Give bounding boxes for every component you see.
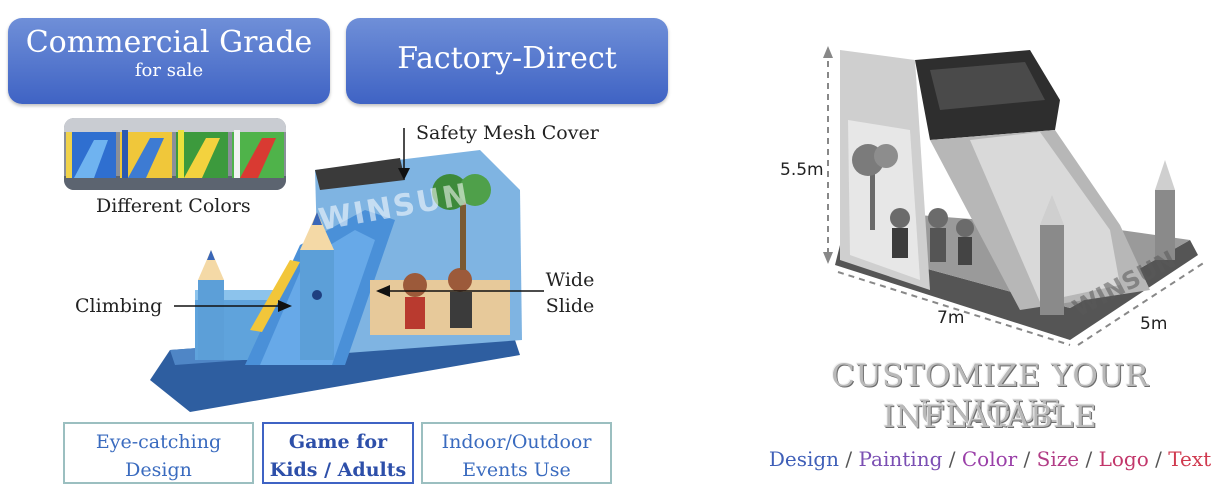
color-variations-illustration	[64, 118, 286, 190]
feature-kids-adults-line1: Game for	[288, 431, 388, 453]
wide-slide-line2: Slide	[545, 295, 595, 317]
height-dimension-label: 5.5m	[780, 160, 824, 180]
commercial-grade-title: Commercial Grade	[25, 25, 313, 60]
option-logo: Logo	[1098, 447, 1149, 471]
pirate-slide-illustration	[150, 150, 522, 412]
feature-eye-catching: Eye-catching Design	[63, 422, 254, 484]
feature-kids-adults-line2: Kids / Adults	[269, 459, 407, 481]
feature-kids-adults: Game for Kids / Adults	[262, 422, 414, 484]
feature-eye-catching-line1: Eye-catching	[95, 431, 222, 453]
option-separator: /	[1079, 447, 1099, 471]
different-colors-label: Different Colors	[96, 195, 251, 217]
option-design: Design	[768, 447, 840, 471]
commercial-grade-badge: Commercial Grade for sale	[8, 18, 330, 104]
factory-direct-title: Factory-Direct	[397, 41, 617, 76]
customize-headline-line1: CUSTOMIZE YOUR UNIQUE	[831, 358, 1149, 430]
feature-eye-catching-line2: Design	[125, 459, 192, 481]
wide-slide-label: Wide Slide	[542, 268, 598, 318]
wide-slide-arrow	[376, 285, 544, 297]
option-separator: /	[942, 447, 962, 471]
safety-mesh-label: Safety Mesh Cover	[416, 122, 599, 144]
climbing-arrow	[174, 300, 292, 312]
option-painting: Painting	[858, 447, 943, 471]
factory-direct-badge: Factory-Direct	[346, 18, 668, 104]
customize-headline-line2: INFLATABLE	[882, 399, 1098, 435]
feature-indoor-outdoor-line1: Indoor/Outdoor	[441, 431, 592, 453]
safety-mesh-arrow	[398, 128, 410, 180]
feature-indoor-outdoor: Indoor/Outdoor Events Use	[421, 422, 612, 484]
dimension-slide-illustration	[823, 46, 1206, 346]
option-color: Color	[961, 447, 1018, 471]
length-dimension-label: 7m	[937, 308, 965, 328]
feature-indoor-outdoor-line2: Events Use	[462, 459, 571, 481]
color-variations-photo	[64, 118, 286, 190]
option-separator: /	[1148, 447, 1169, 471]
wide-slide-line1: Wide	[545, 269, 595, 291]
option-separator: /	[839, 447, 859, 471]
option-separator: /	[1017, 447, 1037, 471]
width-dimension-label: 5m	[1140, 314, 1168, 334]
customization-options: Design / Painting / Color / Size / Logo …	[760, 447, 1220, 471]
commercial-grade-subtitle: for sale	[134, 60, 204, 81]
climbing-label: Climbing	[75, 295, 163, 317]
option-size: Size	[1036, 447, 1080, 471]
option-text: Text	[1168, 447, 1212, 471]
